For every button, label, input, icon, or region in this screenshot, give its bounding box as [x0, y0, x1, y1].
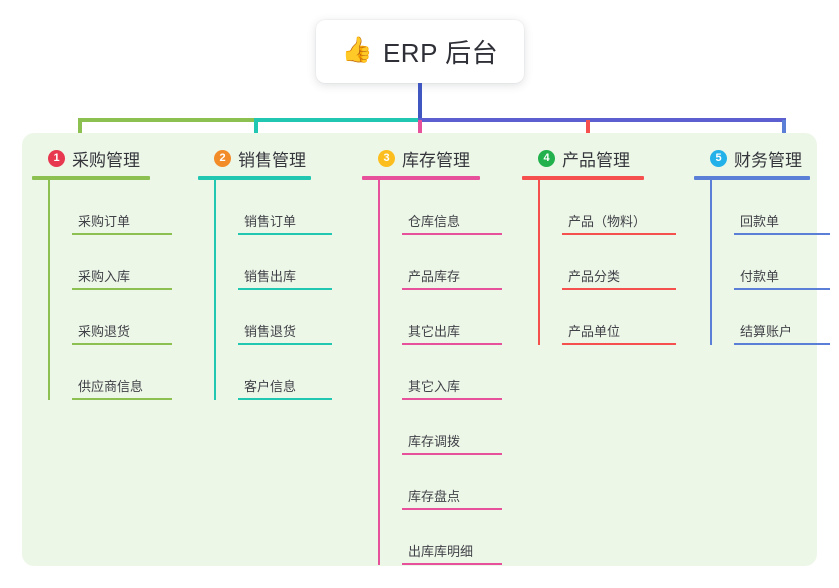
- branch-column-2: 2 销售管理销售订单销售出库销售退货客户信息: [198, 146, 332, 400]
- branch-badge-5: 5: [710, 149, 727, 167]
- branch-items-1: 采购订单采购入库采购退货供应商信息: [48, 180, 172, 400]
- list-item-label: 客户信息: [244, 379, 297, 394]
- list-item-underline: [402, 288, 502, 290]
- list-item-underline: [402, 233, 502, 235]
- branch-items-4: 产品（物料） 产品分类产品单位: [538, 180, 676, 345]
- list-item-underline: [402, 508, 502, 510]
- branch-column-5: 5 财务管理回款单付款单结算账户: [694, 146, 830, 345]
- list-item[interactable]: 出库库明细: [402, 510, 502, 565]
- list-item[interactable]: 采购退货: [72, 290, 172, 345]
- branch-underline-5: [694, 176, 810, 180]
- list-item-label: 其它入库: [408, 379, 461, 394]
- branch-title-4: 产品管理: [562, 150, 630, 170]
- list-item-label: 库存调拨: [408, 434, 461, 449]
- list-item[interactable]: 库存盘点: [402, 455, 502, 510]
- branch-underline-3: [362, 176, 480, 180]
- list-item-underline: [734, 233, 830, 235]
- list-item-label: 付款单: [740, 269, 780, 284]
- list-item[interactable]: 产品分类: [562, 235, 676, 290]
- branch-items-3: 仓库信息产品库存其它出库其它入库库存调拨库存盘点出库库明细: [378, 180, 502, 565]
- list-item[interactable]: 产品单位: [562, 290, 676, 345]
- branch-badge-1: 1: [48, 149, 65, 167]
- list-item[interactable]: 产品（物料）: [562, 180, 676, 235]
- branch-items-5: 回款单付款单结算账户: [710, 180, 830, 345]
- list-item[interactable]: 库存调拨: [402, 400, 502, 455]
- list-item-label: 采购订单: [78, 214, 131, 229]
- thumbs-up-icon: 👍: [341, 36, 373, 64]
- list-item[interactable]: 付款单: [734, 235, 830, 290]
- branch-column-1: 1 采购管理采购订单采购入库采购退货供应商信息: [32, 146, 172, 400]
- list-item-label: 回款单: [740, 214, 780, 229]
- list-item-label: 销售出库: [244, 269, 297, 284]
- branch-badge-4: 4: [538, 149, 555, 167]
- branch-header-1[interactable]: 1 采购管理: [32, 146, 150, 170]
- branch-title-5: 财务管理: [734, 150, 802, 170]
- list-item[interactable]: 采购订单: [72, 180, 172, 235]
- list-item-underline: [734, 288, 830, 290]
- list-item-label: 仓库信息: [408, 214, 461, 229]
- list-item-underline: [562, 343, 676, 345]
- list-item[interactable]: 产品库存: [402, 235, 502, 290]
- list-item[interactable]: 客户信息: [238, 345, 332, 400]
- list-item[interactable]: 仓库信息: [402, 180, 502, 235]
- branch-underline-4: [522, 176, 644, 180]
- list-item-label: 采购退货: [78, 324, 131, 339]
- branch-header-2[interactable]: 2 销售管理: [198, 146, 311, 170]
- list-item-label: 产品库存: [408, 269, 461, 284]
- list-item-label: 采购入库: [78, 269, 131, 284]
- root-title: ERP 后台: [382, 38, 499, 68]
- branch-header-5[interactable]: 5 财务管理: [694, 146, 810, 170]
- list-item-label: 销售订单: [244, 214, 297, 229]
- list-item-label: 供应商信息: [78, 379, 144, 394]
- list-item-underline: [562, 233, 676, 235]
- list-item-underline: [562, 288, 676, 290]
- branch-badge-3: 3: [378, 149, 395, 167]
- branch-column-4: 4 产品管理产品（物料） 产品分类产品单位: [522, 146, 676, 345]
- list-item[interactable]: 采购入库: [72, 235, 172, 290]
- branch-column-3: 3 库存管理仓库信息产品库存其它出库其它入库库存调拨库存盘点出库库明细: [362, 146, 502, 565]
- branch-underline-1: [32, 176, 150, 180]
- list-item-underline: [734, 343, 830, 345]
- branch-title-3: 库存管理: [402, 150, 470, 170]
- list-item[interactable]: 供应商信息: [72, 345, 172, 400]
- list-item-underline: [402, 563, 502, 565]
- list-item[interactable]: 其它出库: [402, 290, 502, 345]
- list-item-underline: [72, 233, 172, 235]
- list-item-underline: [402, 343, 502, 345]
- list-item-underline: [72, 398, 172, 400]
- list-item[interactable]: 销售退货: [238, 290, 332, 345]
- list-item-label: 产品（物料）: [568, 214, 647, 229]
- root-node[interactable]: 👍 ERP 后台: [316, 20, 524, 83]
- list-item-underline: [402, 398, 502, 400]
- list-item-underline: [238, 343, 332, 345]
- list-item[interactable]: 结算账户: [734, 290, 830, 345]
- list-item-underline: [72, 343, 172, 345]
- list-item-underline: [402, 453, 502, 455]
- list-item-underline: [238, 233, 332, 235]
- diagram-panel: [22, 133, 817, 566]
- list-item-label: 产品分类: [568, 269, 621, 284]
- branch-header-4[interactable]: 4 产品管理: [522, 146, 652, 170]
- branch-badge-2: 2: [214, 149, 231, 167]
- list-item-underline: [238, 398, 332, 400]
- list-item-label: 其它出库: [408, 324, 461, 339]
- list-item-label: 出库库明细: [408, 544, 474, 559]
- list-item-label: 产品单位: [568, 324, 621, 339]
- branch-underline-2: [198, 176, 311, 180]
- list-item-underline: [72, 288, 172, 290]
- branch-title-1: 采购管理: [72, 150, 140, 170]
- list-item[interactable]: 销售出库: [238, 235, 332, 290]
- branch-header-3[interactable]: 3 库存管理: [362, 146, 480, 170]
- branch-title-2: 销售管理: [238, 150, 306, 170]
- list-item[interactable]: 回款单: [734, 180, 830, 235]
- list-item-label: 库存盘点: [408, 489, 461, 504]
- list-item[interactable]: 其它入库: [402, 345, 502, 400]
- list-item[interactable]: 销售订单: [238, 180, 332, 235]
- list-item-underline: [238, 288, 332, 290]
- branch-items-2: 销售订单销售出库销售退货客户信息: [214, 180, 332, 400]
- list-item-label: 销售退货: [244, 324, 297, 339]
- list-item-label: 结算账户: [740, 324, 793, 339]
